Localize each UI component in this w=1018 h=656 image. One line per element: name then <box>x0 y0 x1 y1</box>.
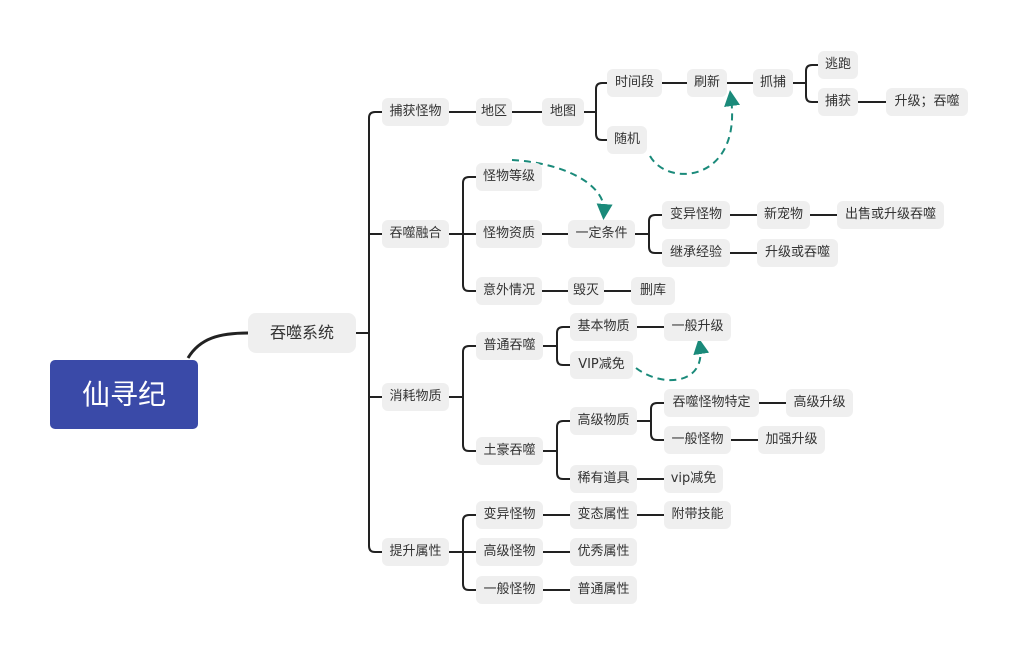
topic-escape[interactable]: 逃跑 <box>818 51 858 79</box>
topic-advanced-material[interactable]: 高级物质 <box>570 407 637 435</box>
topic-new-pet[interactable]: 新宠物 <box>757 201 810 229</box>
topic-rich-devour[interactable]: 土豪吞噬 <box>476 437 543 465</box>
topic-normal-monster[interactable]: 一般怪物 <box>476 576 543 604</box>
topic-consume[interactable]: 消耗物质 <box>382 383 449 411</box>
connector-map <box>595 112 607 141</box>
topic-region[interactable]: 地区 <box>476 98 512 126</box>
root-topic[interactable]: 仙寻纪 <box>50 360 198 429</box>
topic-vip-discount[interactable]: VIP减免 <box>570 351 633 379</box>
topic-capture[interactable]: 捕获怪物 <box>382 98 449 126</box>
topic-accident[interactable]: 意外情况 <box>476 277 542 305</box>
connector-consume <box>462 345 476 397</box>
relation-vip-upgrade <box>635 338 710 382</box>
topic-mutant[interactable]: 变异怪物 <box>662 201 730 229</box>
topic-devour-specific[interactable]: 吞噬怪物特定 <box>664 389 759 417</box>
connector-advanced-material <box>650 402 664 421</box>
topic-fusion[interactable]: 吞噬融合 <box>382 220 449 248</box>
topic-delete[interactable]: 删库 <box>631 277 675 305</box>
topic-abnormal-attr[interactable]: 变态属性 <box>570 501 637 529</box>
main-topic[interactable]: 吞噬系统 <box>248 313 356 353</box>
connector-main <box>368 111 382 333</box>
connector-map <box>595 82 607 112</box>
topic-boost[interactable]: 提升属性 <box>382 538 449 566</box>
topic-mutant-2[interactable]: 变异怪物 <box>476 501 543 529</box>
connector-consume <box>462 397 476 452</box>
topic-basic-material[interactable]: 基本物质 <box>570 313 637 341</box>
topic-normal-devour[interactable]: 普通吞噬 <box>476 332 543 360</box>
topic-skill[interactable]: 附带技能 <box>664 501 731 529</box>
connector-catch <box>805 83 818 103</box>
topic-destroy[interactable]: 毁灭 <box>568 277 604 305</box>
connector-main <box>368 333 382 553</box>
relation-random-refresh <box>649 90 740 175</box>
connector-condition <box>648 214 662 234</box>
connector-rich-devour <box>556 420 570 451</box>
topic-catch[interactable]: 抓捕 <box>753 69 793 97</box>
topic-monster-level[interactable]: 怪物等级 <box>476 163 542 191</box>
connector-rich-devour <box>556 451 570 480</box>
topic-upgrade-devour[interactable]: 升级；吞噬 <box>886 88 968 116</box>
connector-condition <box>648 234 662 254</box>
topic-captured[interactable]: 捕获 <box>818 88 858 116</box>
connector-fusion <box>462 234 476 292</box>
topic-advanced-upgrade[interactable]: 高级升级 <box>786 389 853 417</box>
root-connector <box>186 331 249 359</box>
relation-level-condition <box>511 159 613 220</box>
topic-map[interactable]: 地图 <box>542 98 584 126</box>
connector-normal-devour <box>556 326 570 346</box>
topic-refresh[interactable]: 刷新 <box>687 69 727 97</box>
connector-advanced-material <box>650 421 664 441</box>
topic-sell-or-upgrade[interactable]: 出售或升级吞噬 <box>837 201 944 229</box>
topic-inherit-exp[interactable]: 继承经验 <box>662 239 730 267</box>
connector-boost <box>462 552 476 591</box>
topic-vip-discount-2[interactable]: vip减免 <box>664 465 723 493</box>
topic-excellent-attr[interactable]: 优秀属性 <box>570 538 637 566</box>
topic-enhanced-upgrade[interactable]: 加强升级 <box>758 426 825 454</box>
topic-normal-monster-b[interactable]: 一般怪物 <box>664 426 731 454</box>
topic-timeslot[interactable]: 时间段 <box>607 69 662 97</box>
connector-normal-devour <box>556 346 570 366</box>
topic-normal-upgrade[interactable]: 一般升级 <box>664 313 731 341</box>
topic-condition[interactable]: 一定条件 <box>568 220 635 248</box>
topic-monster-quality[interactable]: 怪物资质 <box>476 220 542 248</box>
connector-fusion <box>462 176 476 234</box>
connector-boost <box>462 514 476 552</box>
topic-upgrade-or-devour[interactable]: 升级或吞噬 <box>757 239 838 267</box>
topic-normal-attr[interactable]: 普通属性 <box>570 576 637 604</box>
topic-random[interactable]: 随机 <box>607 126 647 154</box>
connector-catch <box>805 64 818 83</box>
topic-advanced-monster[interactable]: 高级怪物 <box>476 538 543 566</box>
topic-rare-item[interactable]: 稀有道具 <box>570 465 637 493</box>
